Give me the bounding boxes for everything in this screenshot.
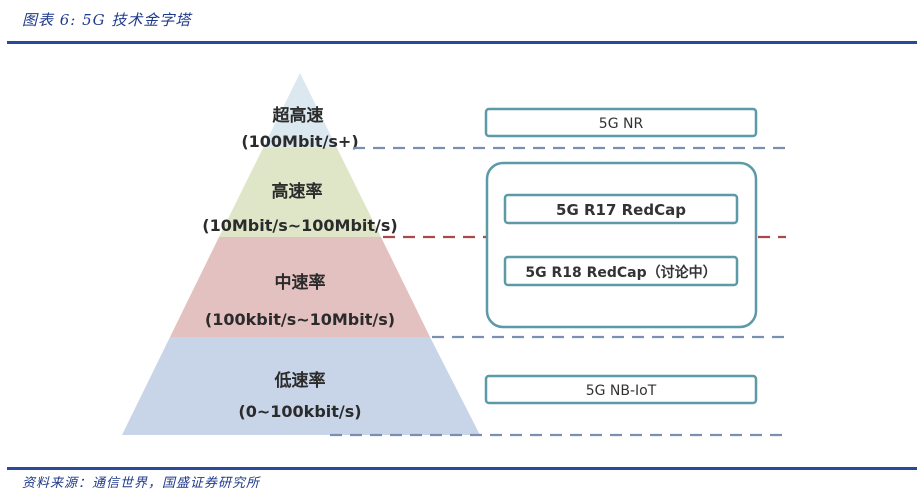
box-5g-nr bbox=[484, 107, 758, 138]
layer-name-low: 低速率 bbox=[274, 370, 326, 391]
layer-name-high: 高速率 bbox=[272, 181, 323, 202]
pyramid-layer-high bbox=[219, 148, 381, 237]
layer-range-medium: (100kbit/s~10Mbit/s) bbox=[205, 310, 395, 329]
layer-range-low: (0~100kbit/s) bbox=[238, 402, 361, 421]
title-rule bbox=[7, 41, 917, 44]
box-5g-nb-iot-label: 5G NB-IoT bbox=[586, 383, 657, 399]
source-note: 资料来源：通信世界，国盛证券研究所 bbox=[22, 476, 261, 491]
box-5g-nr-label: 5G NR bbox=[599, 116, 644, 132]
pyramid-layer-ultra-high bbox=[263, 73, 337, 148]
redcap-group bbox=[485, 161, 758, 329]
layer-name-ultra-high: 超高速 bbox=[273, 105, 324, 126]
box-5g-nb-iot bbox=[484, 374, 758, 405]
box-5g-r17-redcap bbox=[503, 193, 739, 225]
figure-title: 图表 6: 5G 技术金字塔 bbox=[22, 11, 192, 29]
box-5g-r17-redcap-label: 5G R17 RedCap bbox=[556, 201, 686, 219]
box-5g-r18-redcap bbox=[503, 255, 739, 287]
layer-range-high: (10Mbit/s~100Mbit/s) bbox=[202, 216, 397, 235]
layer-name-medium: 中速率 bbox=[275, 272, 326, 293]
pyramid-layer-medium bbox=[170, 237, 430, 337]
layer-range-ultra-high: (100Mbit/s+) bbox=[241, 132, 358, 151]
pyramid-layer-low bbox=[122, 337, 480, 435]
box-5g-r18-redcap-label: 5G R18 RedCap（讨论中） bbox=[525, 264, 716, 281]
footer-rule bbox=[7, 467, 917, 470]
